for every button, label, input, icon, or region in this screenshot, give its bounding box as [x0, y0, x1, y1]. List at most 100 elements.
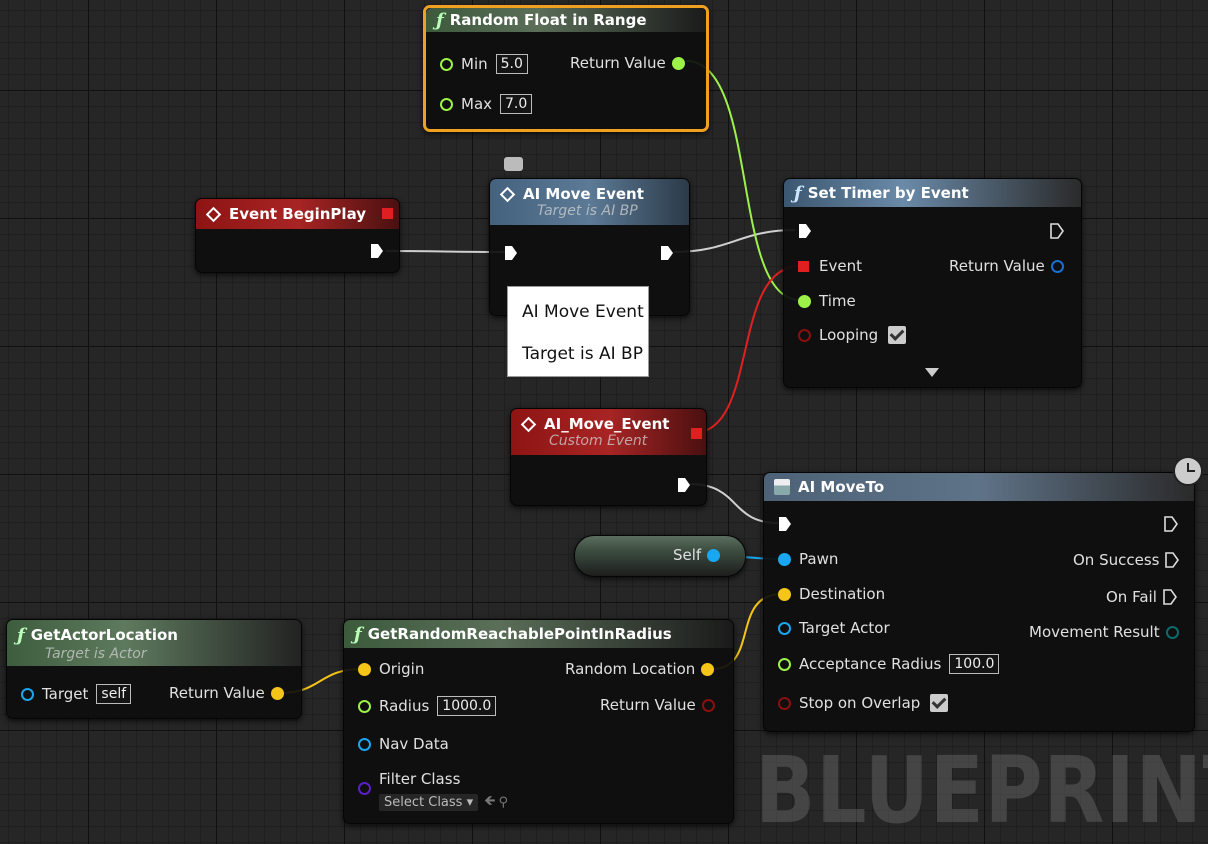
movement-result-pin[interactable] — [1165, 625, 1179, 639]
event-icon — [205, 206, 222, 222]
random-float-return-pin[interactable] — [671, 56, 685, 70]
stop-on-overlap-checkbox[interactable] — [930, 694, 949, 712]
random-float-header[interactable]: ƒ Random Float in Range — [426, 8, 706, 32]
ai-move-event-call-title: AI Move Event — [523, 185, 644, 203]
destination-pin[interactable] — [778, 587, 791, 601]
random-float-return-row: Return Value — [570, 54, 685, 72]
comment-icon[interactable] — [504, 157, 523, 171]
on-fail-exec-pin[interactable] — [1163, 589, 1177, 605]
use-selected-arrow-icon[interactable]: 🡸 — [484, 793, 496, 809]
select-class-label: Select Class — [384, 794, 463, 810]
acceptance-radius-pin[interactable] — [778, 657, 791, 671]
target-actor-pin-row: Target Actor — [778, 619, 890, 637]
stop-on-overlap-pin[interactable] — [778, 696, 791, 710]
exec-input-pin[interactable] — [778, 516, 792, 532]
on-success-exec-pin[interactable] — [1165, 552, 1180, 568]
get-actor-location-return-pin[interactable] — [270, 686, 284, 700]
self-output-pin[interactable] — [707, 548, 721, 562]
exec-output-pin[interactable] — [660, 245, 674, 261]
ai-move-event-call-subtitle: Target is AI BP — [537, 203, 638, 219]
pawn-pin[interactable] — [778, 552, 791, 566]
max-label: Max — [461, 95, 493, 113]
looping-pin-row: Looping — [798, 326, 907, 344]
random-float-node[interactable]: ƒ Random Float in Range Min 5.0 Return V… — [423, 5, 709, 132]
stop-on-overlap-pin-row: Stop on Overlap — [778, 694, 949, 712]
random-point-return-label: Return Value — [600, 696, 696, 714]
acceptance-radius-input[interactable]: 100.0 — [949, 654, 1000, 674]
ai-moveto-title: AI MoveTo — [798, 478, 885, 496]
event-icon — [520, 416, 537, 432]
custom-event-title: AI_Move_Event — [544, 415, 670, 433]
wire-beginplay-to-aimove — [385, 250, 506, 253]
tooltip-line-2: Target is AI BP — [522, 344, 643, 364]
target-self-value[interactable]: self — [96, 684, 132, 704]
nav-data-label: Nav Data — [379, 735, 449, 753]
expand-arrow-icon[interactable] — [925, 368, 939, 377]
looping-label: Looping — [819, 326, 879, 344]
set-timer-node[interactable]: ƒ Set Timer by Event Event Return Value … — [783, 178, 1082, 388]
delegate-output-pin[interactable] — [691, 428, 702, 439]
random-reachable-point-node[interactable]: ƒ GetRandomReachablePointInRadius Origin… — [343, 619, 734, 824]
target-pin[interactable] — [21, 687, 34, 701]
target-pin-row: Target self — [21, 684, 132, 704]
exec-output-pin[interactable] — [1050, 223, 1064, 239]
delegate-output-pin[interactable] — [382, 208, 393, 219]
tooltip-line-1: AI Move Event — [522, 302, 644, 322]
radius-pin[interactable] — [358, 699, 371, 713]
clock-icon — [1173, 456, 1203, 486]
min-pin[interactable] — [440, 57, 453, 71]
movement-result-label: Movement Result — [1029, 623, 1160, 641]
origin-pin[interactable] — [358, 662, 371, 676]
get-actor-location-node[interactable]: ƒ GetActorLocation Target is Actor Targe… — [6, 619, 302, 719]
function-icon: ƒ — [436, 9, 444, 31]
max-value-input[interactable]: 7.0 — [500, 94, 533, 114]
exec-output-pin[interactable] — [370, 243, 384, 259]
self-reference-node[interactable]: Self — [574, 535, 746, 577]
custom-event-subtitle: Custom Event — [549, 433, 648, 449]
random-location-label: Random Location — [565, 660, 696, 678]
function-icon: ƒ — [354, 623, 362, 645]
set-timer-header[interactable]: ƒ Set Timer by Event — [784, 179, 1081, 207]
radius-input[interactable]: 1000.0 — [437, 696, 497, 716]
custom-event-node[interactable]: AI_Move_Event Custom Event — [510, 408, 707, 506]
min-pin-row: Min 5.0 — [440, 54, 528, 74]
looping-pin[interactable] — [798, 328, 811, 342]
get-actor-location-header[interactable]: ƒ GetActorLocation Target is Actor — [7, 620, 301, 666]
exec-output-pin[interactable] — [1164, 516, 1178, 532]
exec-output-pin[interactable] — [677, 477, 691, 493]
custom-event-header[interactable]: AI_Move_Event Custom Event — [511, 409, 706, 455]
max-pin[interactable] — [440, 97, 453, 111]
get-actor-location-title: GetActorLocation — [30, 626, 178, 644]
exec-input-pin[interactable] — [798, 223, 812, 239]
origin-label: Origin — [379, 660, 425, 678]
filter-class-pin[interactable] — [358, 782, 371, 795]
exec-input-pin[interactable] — [504, 245, 518, 261]
ai-move-event-call-header[interactable]: AI Move Event Target is AI BP — [490, 179, 689, 225]
filter-class-label: Filter Class — [379, 770, 461, 788]
random-location-pin[interactable] — [701, 662, 715, 676]
event-beginplay-title: Event BeginPlay — [229, 205, 367, 223]
looping-checkbox[interactable] — [888, 326, 907, 344]
target-actor-pin[interactable] — [778, 621, 791, 635]
event-beginplay-header[interactable]: Event BeginPlay — [196, 199, 399, 229]
on-success-label: On Success — [1073, 551, 1160, 569]
event-beginplay-node[interactable]: Event BeginPlay — [195, 198, 400, 273]
target-label: Target — [42, 685, 89, 703]
get-actor-location-return-row: Return Value — [169, 684, 284, 702]
ai-moveto-node[interactable]: AI MoveTo Pawn On Success Destination On… — [763, 472, 1195, 732]
destination-label: Destination — [799, 585, 886, 603]
min-value-input[interactable]: 5.0 — [495, 54, 528, 74]
random-reachable-point-header[interactable]: ƒ GetRandomReachablePointInRadius — [344, 620, 733, 648]
browse-search-icon[interactable]: ⚲ — [498, 794, 509, 810]
random-point-return-pin[interactable] — [701, 698, 715, 712]
set-timer-return-pin[interactable] — [1050, 259, 1064, 273]
nav-data-pin[interactable] — [358, 737, 371, 751]
target-actor-label: Target Actor — [799, 619, 890, 637]
ai-moveto-header[interactable]: AI MoveTo — [764, 473, 1194, 501]
blueprint-watermark: BLUEPRINT — [755, 737, 1208, 844]
acceptance-radius-pin-row: Acceptance Radius 100.0 — [778, 654, 1000, 674]
event-delegate-pin[interactable] — [798, 260, 809, 272]
time-pin[interactable] — [798, 294, 811, 308]
select-class-dropdown[interactable]: Select Class ▾ — [379, 793, 479, 811]
set-timer-return-label: Return Value — [949, 257, 1045, 275]
